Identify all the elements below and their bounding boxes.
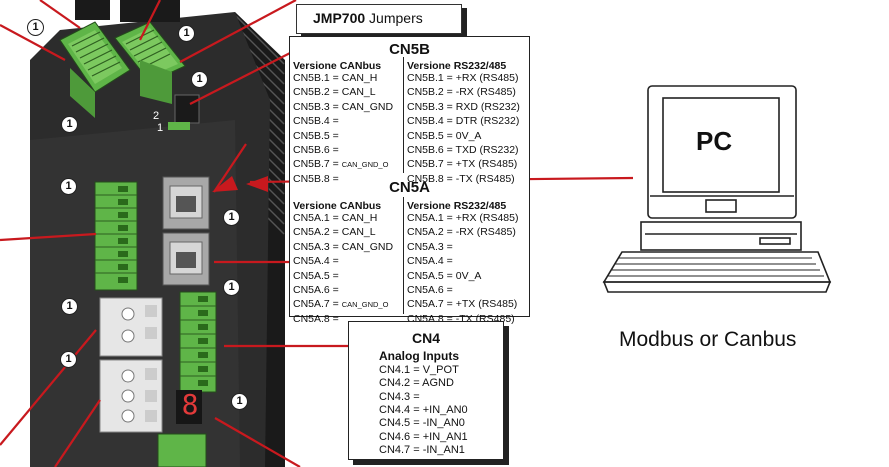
cn5a-rs-pin-5: CN5A.5 = 0V_A [407,269,482,282]
jumper-pin-2: 2 [153,110,160,122]
cn5a-rs-pin-1: CN5A.1 = +RX (RS485) [407,212,519,224]
cn5b-rs-pin-4: CN5B.4 = DTR (RS232) [407,115,520,128]
power-terminal-upper [99,297,163,357]
cn4-pin-2: CN4.2 = AGND [379,377,454,390]
cn5a-canbus-pin-7: CN5A.7 = CAN_GND_O [293,298,389,311]
cn4-pin-4: CN4.4 = +IN_AN0 [379,403,468,416]
cn5b-canbus-pin-5: CN5B.5 = [293,129,339,142]
pc-caption: Modbus or Canbus [619,328,797,351]
rj45-jack-cn5b [162,176,210,230]
cn5a-canbus-pin-2: CN5A.2 = CAN_L [293,226,376,239]
display-digit: 8 [181,388,199,421]
callout-marker-1: 1 [27,19,44,36]
cn5a-title: CN5A [389,179,430,196]
power-terminal-lower [99,359,163,433]
cn5b-rs-header: Versione RS232/485 [407,60,507,72]
top-terminal-right [114,21,186,104]
pc-illustration [602,85,832,293]
cn5a-rs-pin-3: CN5A.3 = [407,240,453,253]
bottom-terminal [157,433,207,467]
cn5b-canbus-pin-1: CN5B.1 = CAN_H [293,72,378,84]
callout-marker-4: 1 [61,116,78,133]
cn5b-rs-pin-2: CN5B.2 = -RX (RS485) [407,86,516,99]
callout-marker-9: 1 [60,351,77,368]
cn5a-rs-pin-4: CN5A.4 = [407,255,453,268]
cn5a-rs-pin-6: CN5A.6 = [407,284,453,296]
cn5b-rs-pin-3: CN5B.3 = RXD (RS232) [407,100,520,113]
mid-terminal-strip [94,181,138,291]
rj45-jack-cn5a [162,232,210,286]
cn5a-canbus-pin-5: CN5A.5 = [293,269,339,282]
cn5a-rs-pin-2: CN5A.2 = -RX (RS485) [407,226,516,239]
cn5b-canbus-pin-7: CN5B.7 = CAN_GND_O [293,158,389,171]
arrow-head-cn5b [212,176,238,192]
cn5b-canbus-pin-4: CN5B.4 = [293,115,339,128]
cn5a-canbus-pin-3: CN5A.3 = CAN_GND [293,240,394,253]
cn4-pin-5: CN4.5 = -IN_AN0 [379,417,465,430]
jumper-pin-1: 1 [157,122,164,134]
cn5a-canbus-pin-6: CN5A.6 = [293,284,339,296]
cn5a-rs-pin-7: CN5A.7 = +TX (RS485) [407,298,518,311]
cn5a-canbus-pin-1: CN5A.1 = CAN_H [293,212,378,224]
cn5b-canbus-pin-2: CN5B.2 = CAN_L [293,86,376,99]
cn5-pinout-table: CN5B Versione CANbus Versione RS232/485 … [289,36,530,325]
cn5a-canbus-pin-8: CN5A.8 = [293,312,339,325]
jmp700-suffix: Jumpers [369,10,423,26]
cn4-pin-7: CN4.7 = -IN_AN1 [379,443,465,456]
callout-marker-7: 1 [223,279,240,296]
cn5b-canbus-pin-6: CN5B.6 = [293,144,339,156]
cn5b-rs-pin-1: CN5B.1 = +RX (RS485) [407,72,519,84]
cn4-title: CN4 [411,330,440,346]
cn5b-rs-pin-6: CN5B.6 = TXD (RS232) [407,144,519,156]
cn4-pin-1: CN4.1 = V_POT [379,364,459,376]
cn5b-canbus-header: Versione CANbus [293,60,382,72]
callout-marker-2: 1 [178,25,195,42]
cn5b-rs-pin-7: CN5B.7 = +TX (RS485) [407,158,518,171]
cn5a-canbus-header: Versione CANbus [293,200,382,212]
cn4-pin-3: CN4.3 = [379,390,420,403]
cn4-subtitle: Analog Inputs [379,349,459,363]
cn5b-title: CN5B [389,41,430,58]
cn5a-canbus-pin-4: CN5A.4 = [293,255,339,268]
pc-screen-label: PC [696,126,733,156]
callout-marker-3: 1 [191,71,208,88]
cn4-pin-6: CN4.6 = +IN_AN1 [379,430,468,443]
cn4-terminal-strip [179,291,217,393]
cn5b-rs-pin-8: CN5B.8 = -TX (RS485) [407,172,515,185]
cn5b-canbus-pin-3: CN5B.3 = CAN_GND [293,100,394,113]
jmp700-title: JMP700 [313,10,366,26]
callout-marker-8: 1 [61,298,78,315]
cn5b-rs-pin-5: CN5B.5 = 0V_A [407,129,482,142]
cn5b-canbus-pin-8: CN5B.8 = [293,172,339,185]
callout-marker-6: 1 [223,209,240,226]
seven-segment-display [176,390,202,424]
cn5a-rs-header: Versione RS232/485 [407,200,507,212]
arrow-head-pc-link [246,176,268,192]
top-terminal-left [59,21,131,118]
callout-marker-5: 1 [60,178,77,195]
jmp700-label: JMP700 Jumpers [296,4,462,34]
callout-marker-10: 1 [231,393,248,410]
